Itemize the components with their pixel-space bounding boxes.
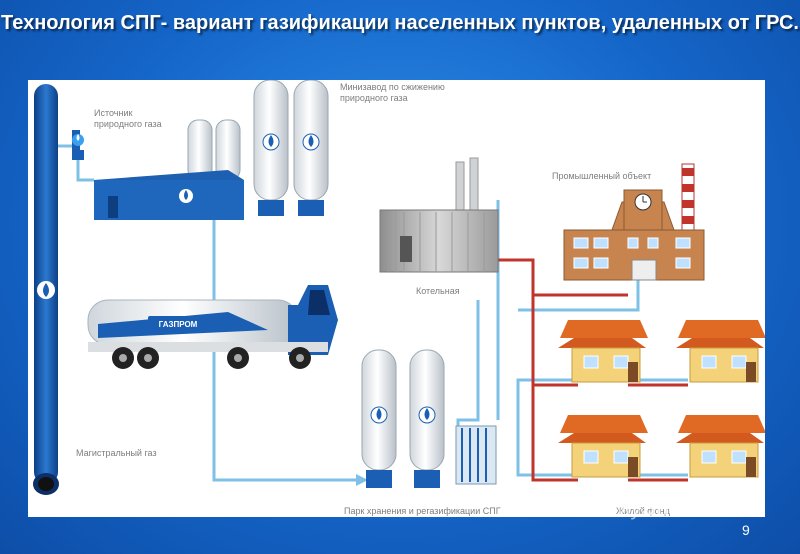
house-3 (558, 415, 648, 478)
gas-source-valve (58, 130, 84, 160)
label-housing: Жилой фонд (616, 506, 670, 516)
label-industrial: Промышленный объект (552, 171, 652, 181)
regasifier (455, 425, 497, 485)
label-main-gas: Магистральный газ (76, 448, 157, 458)
label-gas-source: Источник природного газа (94, 108, 162, 129)
residential-houses (558, 320, 765, 478)
gasification-diagram: ГАЗПРОМ (33, 80, 765, 495)
watermark: MyShared (612, 495, 716, 520)
truck-brand-text: ГАЗПРОМ (159, 320, 198, 329)
liquefaction-miniplant (94, 80, 329, 220)
house-1 (558, 320, 648, 383)
boiler-house (379, 157, 499, 273)
slide-title: Технология СПГ- вариант газификации насе… (1, 12, 799, 34)
house-4 (676, 415, 765, 478)
lng-storage-park (361, 349, 497, 488)
label-storage: Парк хранения и регазификации СПГ (344, 506, 501, 516)
label-miniplant: Минизавод по сжижению природного газа (340, 82, 445, 103)
industrial-building (563, 163, 705, 281)
diagram-panel: ГАЗПРОМ (28, 80, 765, 517)
page-number: 9 (742, 522, 750, 538)
lng-tanker-truck: ГАЗПРОМ (87, 285, 338, 369)
label-boiler: Котельная (416, 286, 460, 296)
flow-arrow (356, 474, 368, 486)
heating-pipes (498, 258, 688, 482)
house-2 (676, 320, 765, 383)
main-gas-pipeline (33, 84, 59, 495)
